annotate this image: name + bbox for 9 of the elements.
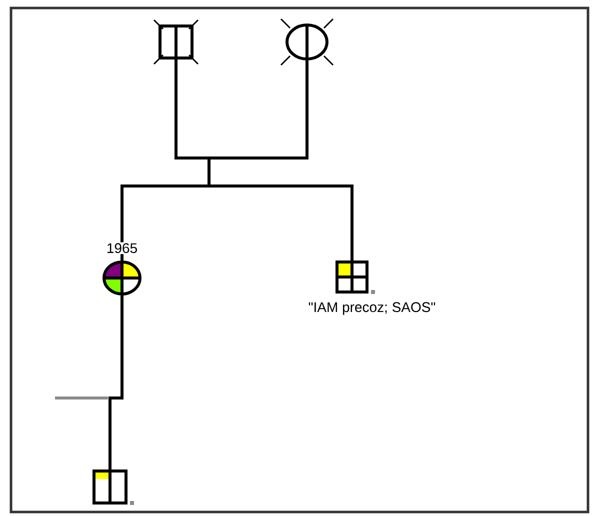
phenotype-note: "IAM precoz; SAOS" <box>307 301 437 316</box>
pedigree-line <box>208 60 354 260</box>
pedigree-line <box>108 296 124 470</box>
birth-year: 1965 <box>105 242 139 254</box>
male-symbol <box>92 470 134 505</box>
female-symbol <box>102 260 142 296</box>
male-symbol <box>336 260 375 294</box>
female-symbol <box>280 18 334 66</box>
male-symbol <box>153 19 199 65</box>
